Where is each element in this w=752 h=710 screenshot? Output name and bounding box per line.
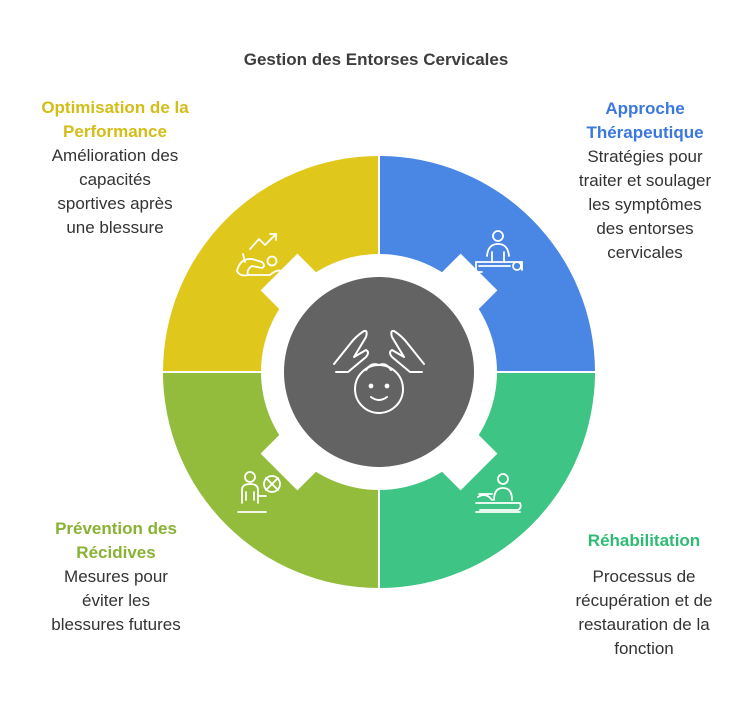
performance-description: Amélioration des capacités sportives apr… (51, 146, 179, 237)
label-therapeutic: Approche Thérapeutique Stratégies pour t… (552, 97, 738, 265)
massage-therapist-icon (475, 230, 523, 273)
physio-treatment-icon (475, 473, 522, 513)
performance-heading: Optimisation de la Performance (41, 98, 189, 141)
athlete-recovery-icon (236, 233, 284, 277)
therapeutic-description: Stratégies pour traiter et soulager les … (578, 147, 712, 262)
rehab-heading: Réhabilitation (587, 531, 701, 550)
label-performance: Optimisation de la Performance Améliorat… (20, 96, 210, 240)
therapeutic-heading: Approche Thérapeutique (586, 99, 704, 142)
hands-protecting-face-icon (333, 329, 425, 414)
diagram-title: Gestion des Entorses Cervicales (243, 50, 509, 69)
prevention-heading: Prévention des Récidives (55, 519, 177, 562)
prevention-description: Mesures pour éviter les blessures future… (51, 567, 181, 634)
injury-prevention-icon (237, 471, 281, 513)
center-circle (284, 277, 474, 467)
label-rehab: Réhabilitation Processus de récupération… (546, 529, 742, 661)
label-prevention: Prévention des Récidives Mesures pour év… (18, 517, 214, 637)
rehab-description: Processus de récupération et de restaura… (575, 567, 713, 658)
